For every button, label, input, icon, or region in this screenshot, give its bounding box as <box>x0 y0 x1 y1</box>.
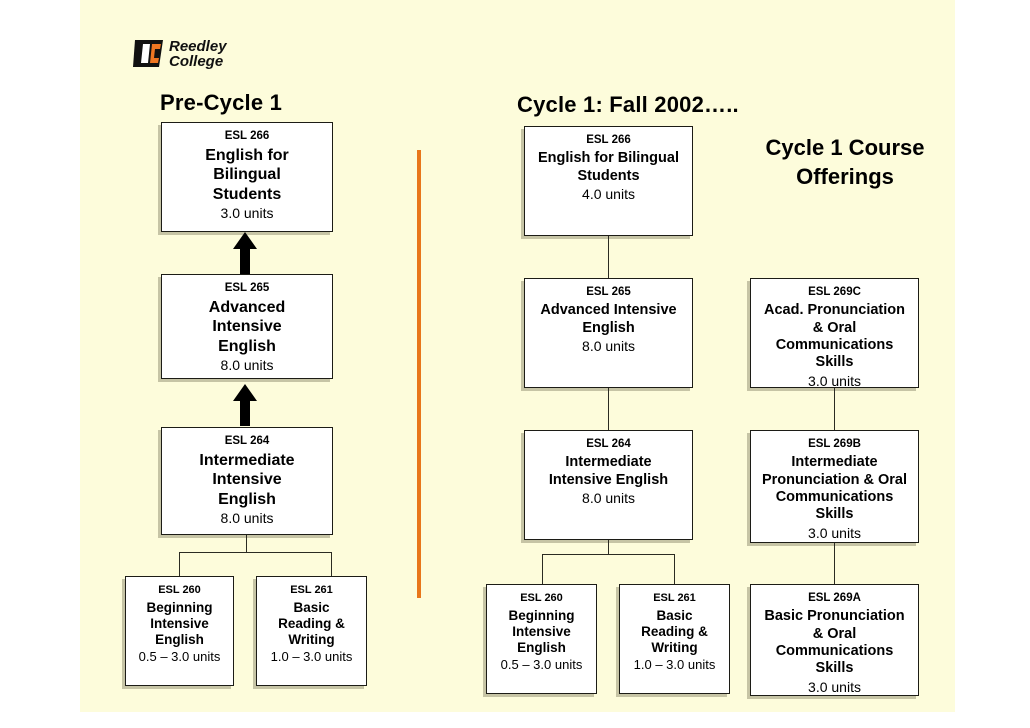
connector-line <box>608 388 609 430</box>
connector-line <box>331 552 332 576</box>
course-code: ESL 261 <box>290 584 333 596</box>
cycle-1-title: Cycle 1: Fall 2002….. <box>517 92 739 117</box>
course-name: Basic Reading & Writing <box>278 599 345 647</box>
arrow-up-esl264-to-esl265 <box>232 384 258 426</box>
course-box-pre-esl265: ESL 265 Advanced Intensive English 8.0 u… <box>161 274 333 379</box>
course-box-cycle-esl269c: ESL 269C Acad. Pronunciation & Oral Comm… <box>750 278 919 389</box>
connector-line <box>608 540 609 554</box>
connector-line <box>246 535 247 552</box>
course-box-pre-esl266: ESL 266 English for Bilingual Students 3… <box>161 122 333 232</box>
course-code: ESL 265 <box>224 282 270 294</box>
course-units: 3.0 units <box>220 204 274 221</box>
connector-line <box>674 554 675 584</box>
course-box-pre-esl261: ESL 261 Basic Reading & Writing 1.0 – 3.… <box>256 576 367 686</box>
course-units: 4.0 units <box>582 186 635 203</box>
course-name: Acad. Pronunciation & Oral Communication… <box>764 302 905 371</box>
course-code: ESL 260 <box>158 584 201 596</box>
course-code: ESL 261 <box>653 592 696 604</box>
connector-line <box>834 543 835 584</box>
course-code: ESL 264 <box>224 435 270 447</box>
section-divider <box>417 150 421 598</box>
course-name: Advanced Intensive English <box>208 299 286 355</box>
course-units: 0.5 – 3.0 units <box>138 649 221 665</box>
course-box-cycle-esl266: ESL 266 English for Bilingual Students 4… <box>524 126 693 236</box>
svg-text:Reedley: Reedley <box>169 38 227 55</box>
course-code: ESL 260 <box>520 592 563 604</box>
course-units: 1.0 – 3.0 units <box>270 649 353 665</box>
connector-line <box>542 554 543 584</box>
course-name: English for Bilingual Students <box>205 147 289 203</box>
course-units: 8.0 units <box>220 509 274 526</box>
course-code: ESL 265 <box>586 286 631 298</box>
svg-text:College: College <box>169 53 223 70</box>
course-name: Beginning Intensive English <box>508 607 575 655</box>
course-code: ESL 269A <box>808 592 861 604</box>
course-code: ESL 269C <box>808 286 861 298</box>
course-units: 3.0 units <box>808 678 861 695</box>
course-units: 8.0 units <box>582 490 635 507</box>
course-name: Basic Pronunciation & Oral Communication… <box>764 608 905 677</box>
course-name: Intermediate Pronunciation & Oral Commun… <box>761 454 907 523</box>
course-name: Beginning Intensive English <box>146 599 213 647</box>
course-name: Basic Reading & Writing <box>641 607 708 655</box>
course-units: 3.0 units <box>808 372 861 389</box>
course-code: ESL 264 <box>586 438 631 450</box>
course-box-cycle-esl269a: ESL 269A Basic Pronunciation & Oral Comm… <box>750 584 919 696</box>
pre-cycle-title: Pre-Cycle 1 <box>160 90 283 115</box>
course-code: ESL 269B <box>808 438 861 450</box>
course-units: 8.0 units <box>582 338 635 355</box>
connector-line <box>179 552 180 576</box>
course-units: 0.5 – 3.0 units <box>500 657 583 673</box>
reedley-college-logo: Reedley College <box>133 36 281 70</box>
connector-line <box>834 388 835 430</box>
course-name: English for Bilingual Students <box>538 150 679 184</box>
course-units: 3.0 units <box>808 524 861 541</box>
course-box-cycle-esl264: ESL 264 Intermediate Intensive English 8… <box>524 430 693 540</box>
course-code: ESL 266 <box>586 134 631 146</box>
cycle-1-course-offerings-heading: Cycle 1 Course Offerings <box>765 135 925 190</box>
course-code: ESL 266 <box>224 130 270 142</box>
connector-line <box>608 236 609 278</box>
course-box-cycle-esl265: ESL 265 Advanced Intensive English 8.0 u… <box>524 278 693 388</box>
course-name: Advanced Intensive English <box>540 302 677 336</box>
course-units: 1.0 – 3.0 units <box>633 657 716 673</box>
arrow-up-esl265-to-esl266 <box>232 232 258 274</box>
course-units: 8.0 units <box>220 356 274 373</box>
course-box-pre-esl260: ESL 260 Beginning Intensive English 0.5 … <box>125 576 234 686</box>
course-box-pre-esl264: ESL 264 Intermediate Intensive English 8… <box>161 427 333 535</box>
course-box-cycle-esl261: ESL 261 Basic Reading & Writing 1.0 – 3.… <box>619 584 730 694</box>
course-name: Intermediate Intensive English <box>548 454 669 488</box>
course-box-cycle-esl260: ESL 260 Beginning Intensive English 0.5 … <box>486 584 597 694</box>
slide-canvas: Reedley College Pre-Cycle 1 Cycle 1: Fal… <box>80 0 955 712</box>
course-name: Intermediate Intensive English <box>199 452 295 508</box>
connector-line <box>179 552 331 553</box>
course-box-cycle-esl269b: ESL 269B Intermediate Pronunciation & Or… <box>750 430 919 543</box>
connector-line <box>542 554 674 555</box>
